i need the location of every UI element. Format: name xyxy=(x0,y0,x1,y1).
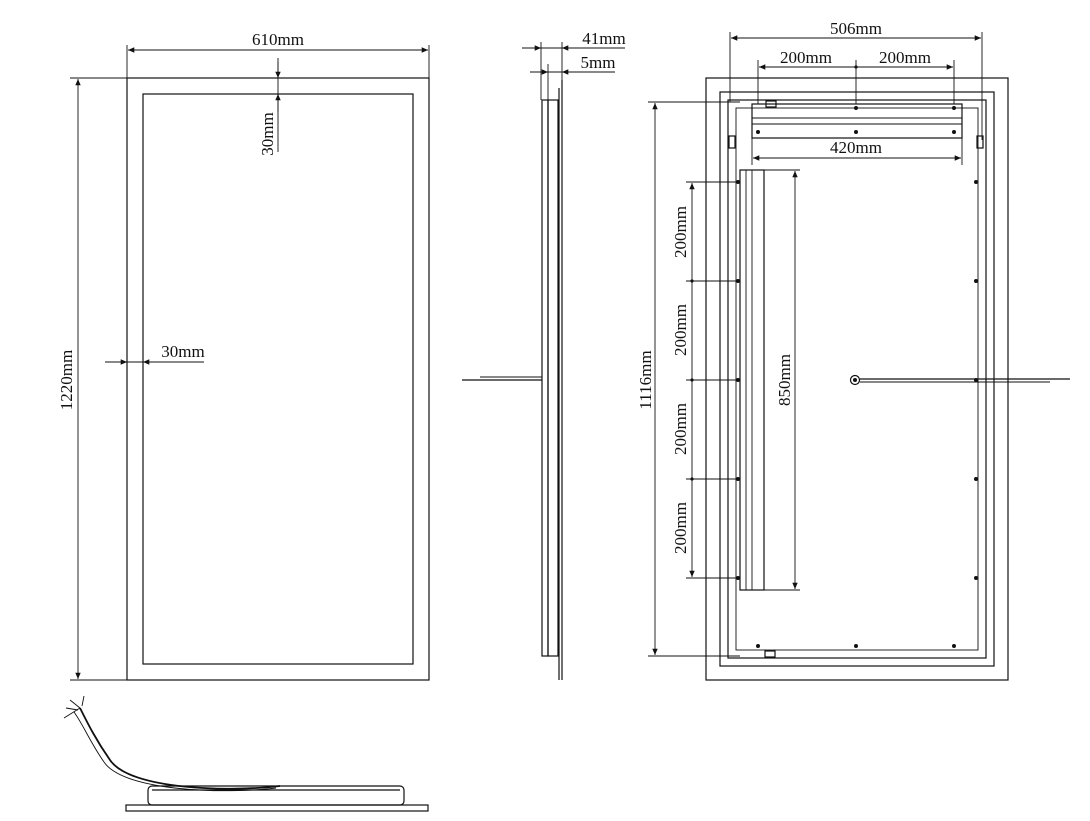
vertical-spacing-label-4: 200mm xyxy=(671,502,690,554)
side-glass xyxy=(541,99,549,657)
top-border-label: 30mm xyxy=(258,112,277,155)
mounting-screws xyxy=(736,106,978,648)
bracket-width-label: 420mm xyxy=(830,138,882,157)
bottom-glass-edge xyxy=(125,804,429,812)
power-cable xyxy=(79,707,281,790)
depth-label: 41mm xyxy=(582,29,625,48)
mirror-outer-frame xyxy=(126,77,430,681)
front-view: 610mm 1220mm 30mm 30mm xyxy=(57,30,430,681)
height-label: 1220mm xyxy=(57,350,76,410)
spacing-right-label: 200mm xyxy=(879,48,931,67)
cable-wires-end xyxy=(63,695,85,719)
top-width-label: 506mm xyxy=(830,19,882,38)
side-backing xyxy=(547,99,559,657)
mirror-glass-area xyxy=(142,93,414,665)
vertical-spacing-label-2: 200mm xyxy=(671,304,690,356)
cable-exit-port xyxy=(849,374,861,386)
side-border-label: 30mm xyxy=(161,342,204,361)
vertical-spacing-label-1: 200mm xyxy=(671,206,690,258)
bottom-view xyxy=(63,695,429,812)
glass-label: 5mm xyxy=(581,53,616,72)
back-height-label: 1116mm xyxy=(636,350,655,409)
width-label: 610mm xyxy=(252,30,304,49)
bottom-hook xyxy=(764,650,776,658)
top-left-hook xyxy=(765,100,777,108)
top-wall-bracket xyxy=(751,103,963,139)
spacing-left-label: 200mm xyxy=(780,48,832,67)
back-view: 506mm 200mm 200mm 420mm 1116mm 850mm xyxy=(636,19,1070,681)
vertical-spacing-label-3: 200mm xyxy=(671,403,690,455)
bracket-height-label: 850mm xyxy=(775,354,794,406)
side-view: 41mm 5mm xyxy=(462,29,626,680)
